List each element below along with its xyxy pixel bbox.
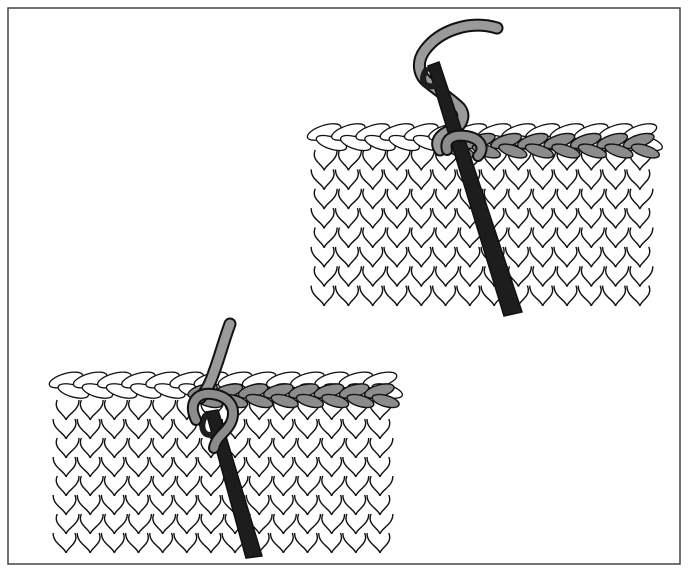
crochet-edge-diagram xyxy=(0,0,689,573)
diagram-frame xyxy=(0,0,689,573)
